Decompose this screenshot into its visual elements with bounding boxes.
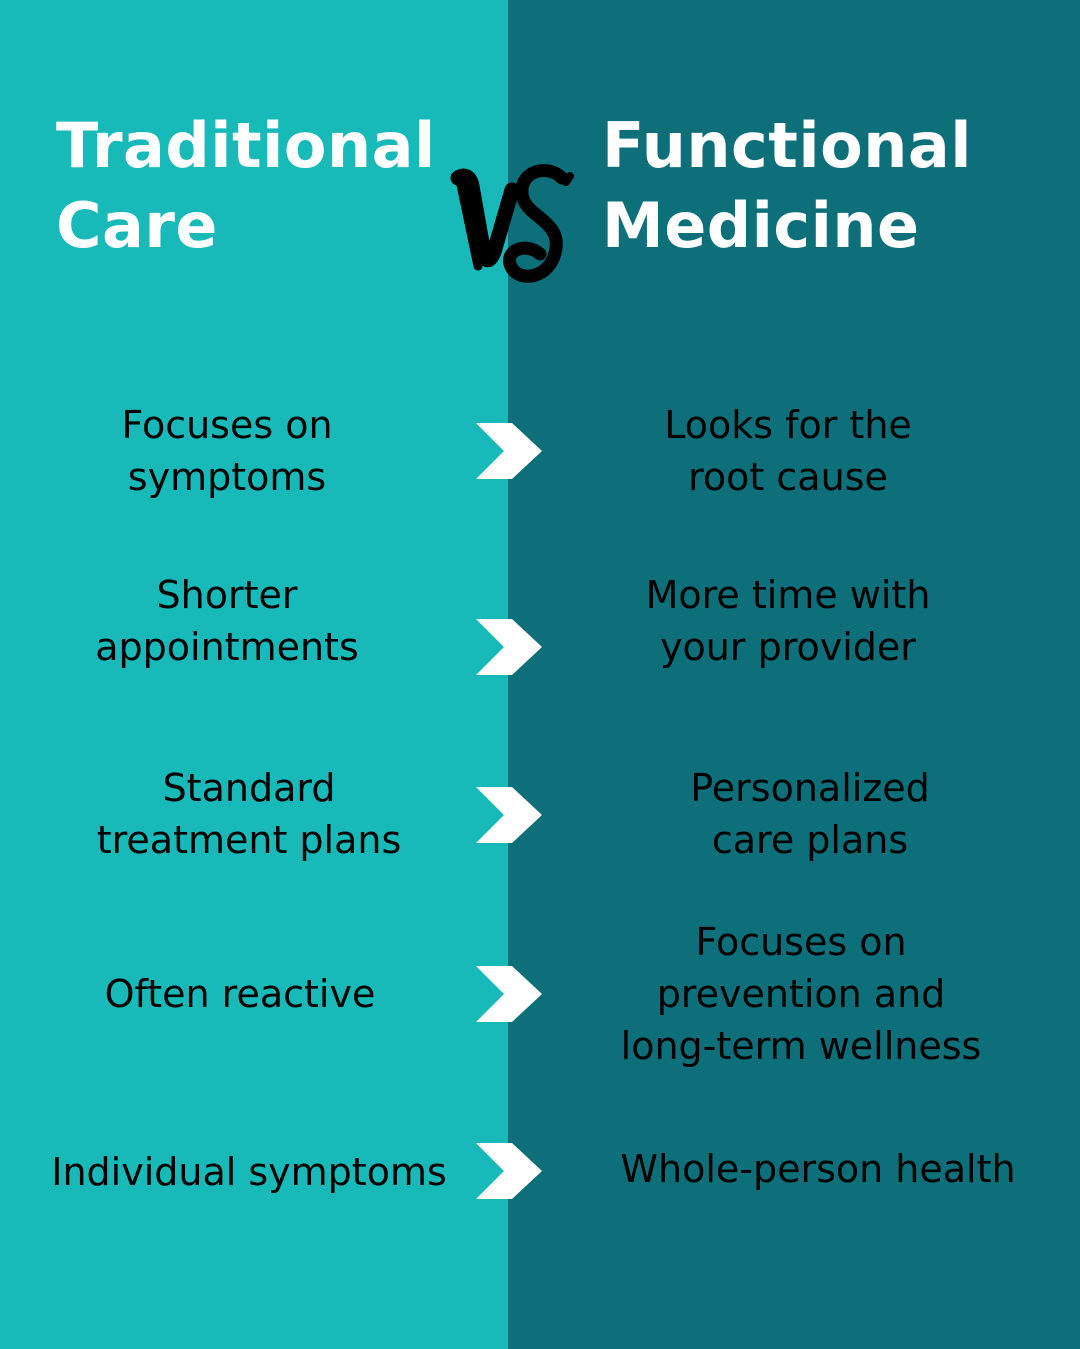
traditional-item-3: Standard treatment plans	[96, 766, 402, 862]
traditional-item-5: Individual symptoms	[51, 1150, 447, 1194]
chevron-right-icon	[476, 423, 542, 479]
functional-item-1: Looks for the root cause	[664, 403, 912, 499]
traditional-care-heading: Traditional Care	[56, 109, 436, 262]
functional-item-3: Personalized care plans	[690, 766, 930, 862]
chevron-right-icon	[476, 966, 542, 1022]
vs-brush-lettering	[450, 164, 574, 283]
chevron-right-icon	[476, 787, 542, 843]
traditional-item-4: Often reactive	[104, 972, 376, 1016]
functional-item-2: More time with your provider	[645, 573, 931, 669]
functional-medicine-heading: Functional Medicine	[602, 109, 973, 262]
traditional-item-1: Focuses on symptoms	[121, 403, 333, 499]
chevron-right-icon	[476, 1143, 542, 1199]
traditional-care-panel	[0, 0, 508, 1349]
functional-item-5: Whole-person health	[620, 1147, 1016, 1191]
traditional-item-2: Shorter appointments	[95, 573, 359, 669]
chevron-right-icon	[476, 619, 542, 675]
functional-medicine-panel	[508, 0, 1080, 1349]
functional-item-4: Focuses on prevention and long-term well…	[620, 920, 982, 1068]
